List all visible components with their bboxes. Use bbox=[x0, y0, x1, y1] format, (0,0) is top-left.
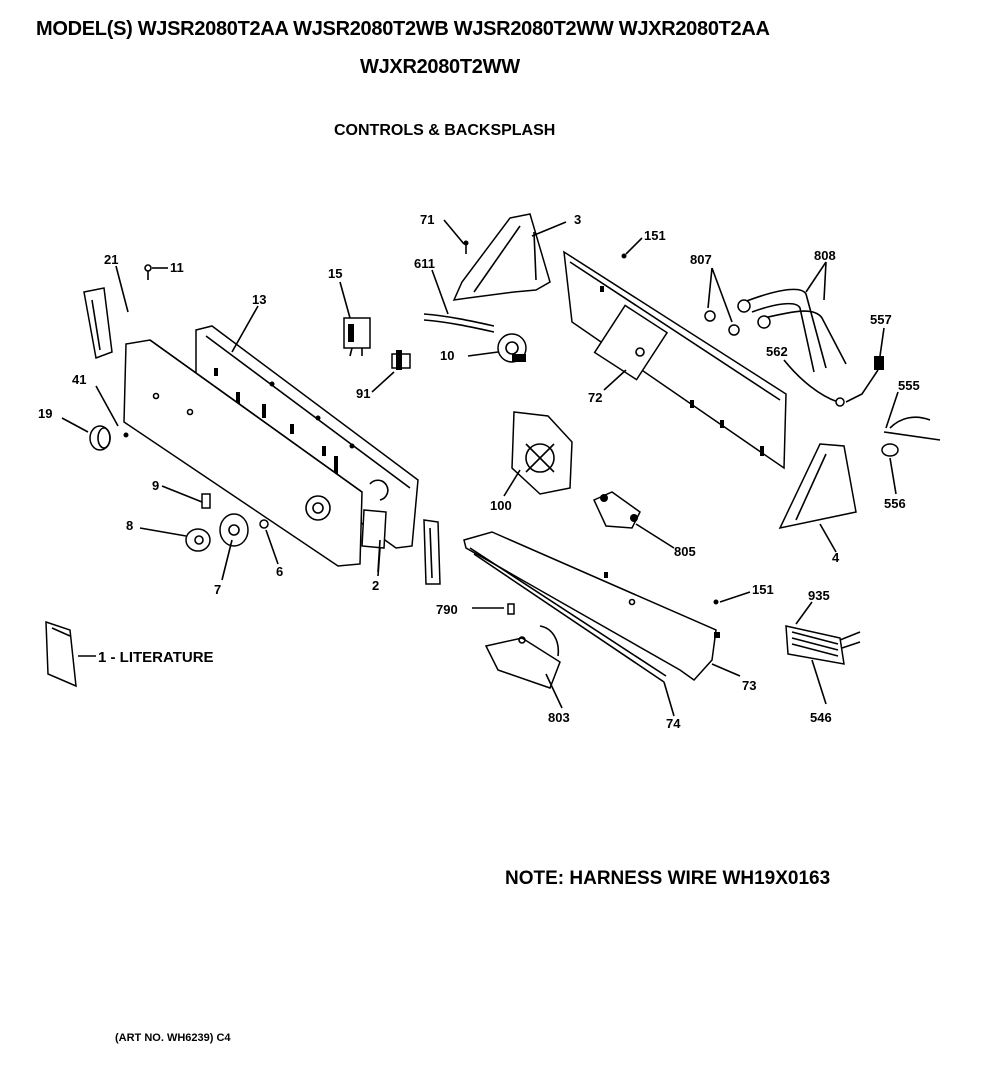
callout-151-top: 151 bbox=[644, 228, 666, 243]
leader-lines bbox=[61, 219, 899, 717]
callout-807: 807 bbox=[690, 252, 712, 267]
callout-808: 808 bbox=[814, 248, 836, 263]
part-9-spring bbox=[201, 493, 211, 509]
part-555-556-wire-assembly bbox=[881, 416, 941, 457]
part-4-end-cap bbox=[778, 443, 857, 530]
part-557-562-connector bbox=[783, 356, 884, 407]
part-790-803-assembly bbox=[484, 603, 561, 689]
callout-805: 805 bbox=[674, 544, 696, 559]
callout-72: 72 bbox=[588, 390, 602, 405]
callout-555: 555 bbox=[898, 378, 920, 393]
callout-11: 11 bbox=[170, 260, 184, 275]
callout-41: 41 bbox=[72, 372, 86, 387]
callout-546: 546 bbox=[810, 710, 832, 725]
callout-7: 7 bbox=[214, 582, 221, 597]
part-151-screw-top bbox=[621, 253, 627, 259]
part-808-hoses bbox=[737, 288, 847, 373]
part-151-screw-bottom bbox=[713, 599, 719, 605]
section-title: CONTROLS & BACKSPLASH bbox=[334, 122, 556, 139]
harness-wire-note: NOTE: HARNESS WIRE WH19X0163 bbox=[505, 868, 831, 889]
callout-91: 91 bbox=[356, 386, 370, 401]
part-10-pressure-switch bbox=[497, 333, 527, 363]
part-100-timer bbox=[511, 411, 573, 495]
model-numbers-line-1: MODEL(S) WJSR2080T2AA WJSR2080T2WB WJSR2… bbox=[36, 18, 770, 40]
part-21-end-bracket bbox=[83, 287, 113, 360]
part-73-74-trim-panel bbox=[463, 531, 720, 683]
callout-9: 9 bbox=[152, 478, 159, 493]
part-15-switch bbox=[343, 317, 371, 357]
part-3-bracket bbox=[452, 213, 551, 301]
part-2-bracket bbox=[361, 509, 387, 573]
callout-4: 4 bbox=[832, 550, 840, 565]
callout-labels: 21 11 13 15 91 41 19 9 8 7 6 2 71 3 611 … bbox=[38, 212, 920, 731]
callout-15: 15 bbox=[328, 266, 342, 281]
callout-151-bottom: 151 bbox=[752, 582, 774, 597]
part-41-clip bbox=[123, 432, 129, 438]
callout-557: 557 bbox=[870, 312, 892, 327]
callout-3: 3 bbox=[574, 212, 581, 227]
callout-935: 935 bbox=[808, 588, 830, 603]
callout-13: 13 bbox=[252, 292, 266, 307]
part-71-screw bbox=[463, 240, 469, 254]
callout-10: 10 bbox=[440, 348, 454, 363]
callout-562: 562 bbox=[766, 344, 788, 359]
part-8-knob bbox=[185, 528, 211, 552]
part-935-546-harness bbox=[785, 625, 861, 665]
callout-74: 74 bbox=[666, 716, 681, 731]
part-6-clip bbox=[259, 519, 269, 529]
callout-6: 6 bbox=[276, 564, 283, 579]
part-807-washers bbox=[704, 310, 740, 336]
part-72-backsplash bbox=[563, 250, 787, 470]
callout-19: 19 bbox=[38, 406, 52, 421]
part-611-hose bbox=[423, 313, 495, 333]
callout-790: 790 bbox=[436, 602, 458, 617]
model-numbers-line-2: WJXR2080T2WW bbox=[360, 56, 520, 78]
callout-1-literature: 1 - LITERATURE bbox=[98, 649, 214, 666]
right-end-cap bbox=[423, 519, 441, 585]
part-1-literature bbox=[45, 620, 77, 688]
callout-100: 100 bbox=[490, 498, 512, 513]
callout-2: 2 bbox=[372, 578, 379, 593]
part-7-dial bbox=[219, 513, 249, 547]
callout-73: 73 bbox=[742, 678, 756, 693]
part-11-screw bbox=[144, 264, 152, 280]
part-19-knob bbox=[89, 425, 111, 451]
art-number: (ART NO. WH6239) C4 bbox=[115, 1032, 231, 1044]
front-control-panel bbox=[123, 339, 363, 567]
callout-21: 21 bbox=[104, 252, 118, 267]
callout-71: 71 bbox=[420, 212, 434, 227]
part-805-valve bbox=[593, 491, 641, 529]
callout-611: 611 bbox=[414, 256, 435, 271]
part-91-switch bbox=[391, 350, 411, 370]
callout-556: 556 bbox=[884, 496, 906, 511]
callout-8: 8 bbox=[126, 518, 133, 533]
callout-803: 803 bbox=[548, 710, 570, 725]
